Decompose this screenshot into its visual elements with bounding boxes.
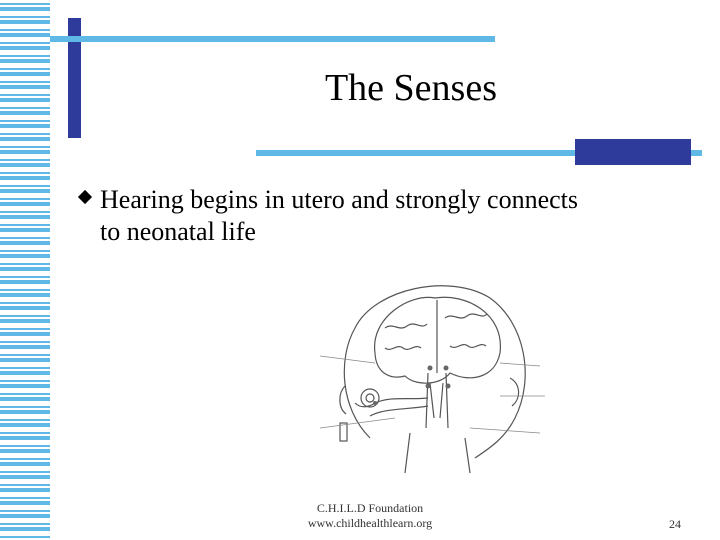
bullet-text: Hearing begins in utero and strongly con…	[100, 185, 578, 246]
title-accent-block	[575, 139, 691, 165]
brain-auditory-pathway-diagram	[319, 285, 545, 474]
page-number: 24	[669, 517, 681, 531]
title-top-rule	[50, 36, 495, 42]
diamond-bullet-icon	[77, 189, 93, 205]
slide-title: The Senses	[324, 67, 497, 109]
footer-organization: C.H.I.L.D Foundation	[316, 501, 424, 515]
footer-website: www.childhealthlearn.org	[307, 516, 433, 530]
left-stripe-band	[0, 0, 50, 540]
bullet-item: Hearing begins in utero and strongly con…	[77, 184, 600, 248]
title-bottom-rule	[256, 150, 702, 156]
slide-footer: C.H.I.L.D Foundation www.childhealthlear…	[270, 501, 470, 531]
title-vertical-bar	[68, 18, 81, 138]
